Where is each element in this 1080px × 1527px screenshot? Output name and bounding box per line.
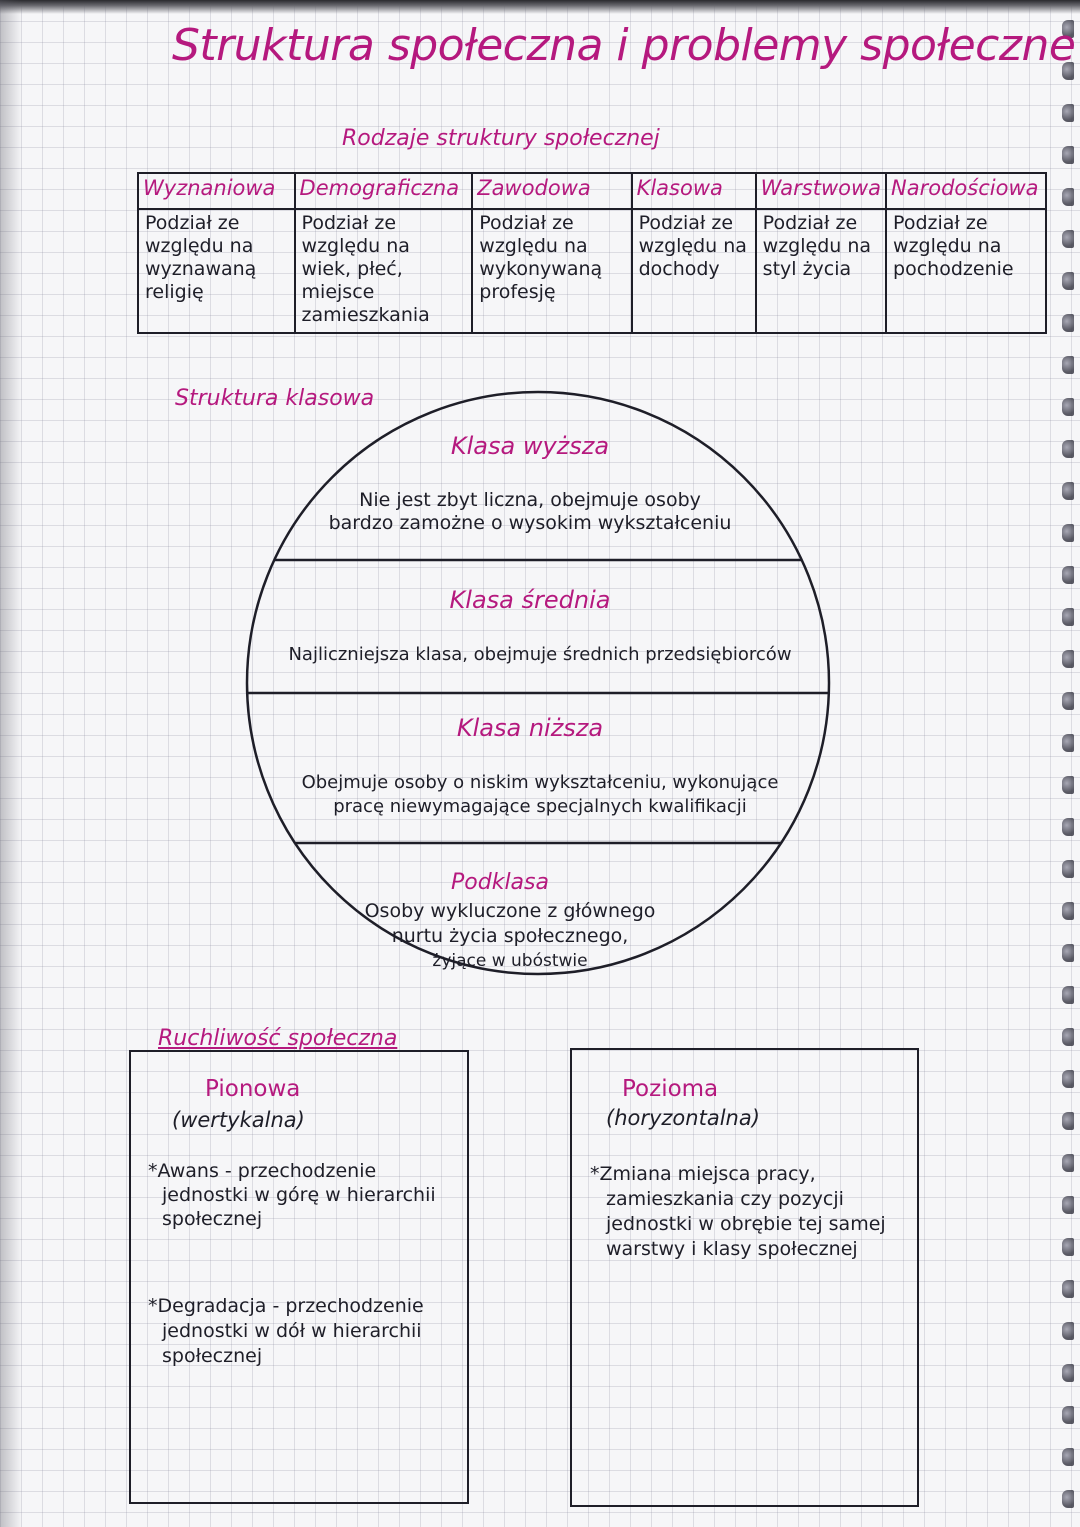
type-name: Wyznaniowa <box>137 172 296 210</box>
class-description-line: Osoby wykluczone z głównego <box>364 900 656 922</box>
binding-ring <box>1062 272 1074 290</box>
binding-ring <box>1062 314 1074 332</box>
binding-ring <box>1062 188 1074 206</box>
spiral-binding <box>1050 0 1076 1527</box>
vertical-item-line: jednostki w dół w hierarchii <box>162 1320 422 1342</box>
page-left-edge <box>0 0 22 1527</box>
binding-ring <box>1062 1364 1074 1382</box>
binding-ring <box>1062 650 1074 668</box>
class-description-line: Obejmuje osoby o niskim wykształceniu, w… <box>301 772 779 793</box>
class-description-line: bardzo zamożne o wysokim wykształceniu <box>328 512 732 534</box>
vertical-mobility-title: Pionowa <box>205 1076 301 1102</box>
type-name: Klasowa <box>630 172 757 210</box>
class-description-line: pracę niewymagające specjalnych kwalifik… <box>333 796 747 817</box>
binding-ring <box>1062 356 1074 374</box>
horizontal-item-line: jednostki w obrębie tej samej <box>606 1213 886 1235</box>
class-name: Klasa niższa <box>456 714 604 742</box>
page-top-edge <box>0 0 1080 14</box>
vertical-item-line: społecznej <box>162 1345 263 1367</box>
type-name: Zawodowa <box>471 172 633 210</box>
horizontal-mobility-alt-name: (horyzontalna) <box>606 1106 760 1130</box>
type-name: Warstwowa <box>754 172 888 210</box>
binding-ring <box>1062 776 1074 794</box>
binding-ring <box>1062 1154 1074 1172</box>
binding-ring <box>1062 1196 1074 1214</box>
binding-ring <box>1062 692 1074 710</box>
vertical-mobility-alt-name: (wertykalna) <box>172 1108 305 1132</box>
class-description-line: nurtu życia społecznego, <box>391 925 629 947</box>
binding-ring <box>1062 524 1074 542</box>
binding-ring <box>1062 230 1074 248</box>
vertical-item-line: społecznej <box>162 1208 263 1230</box>
type-description: Podział ze względu na wiek, płeć, miejsc… <box>293 208 474 334</box>
class-description-line: Najliczniejsza klasa, obejmuje średnich … <box>288 644 792 665</box>
type-name: Narodościowa <box>885 172 1047 210</box>
class-circle <box>245 390 831 976</box>
type-description: Podział ze względu na dochody <box>630 208 757 334</box>
binding-ring <box>1062 1490 1074 1508</box>
horizontal-item-line: zamieszkania czy pozycji <box>606 1188 844 1210</box>
page-title: Struktura społeczna i problemy społeczne <box>172 20 1076 71</box>
binding-ring <box>1062 104 1074 122</box>
class-name: Klasa średnia <box>449 586 611 614</box>
binding-ring <box>1062 1028 1074 1046</box>
binding-ring <box>1062 608 1074 626</box>
class-name: Podklasa <box>451 870 549 895</box>
binding-ring <box>1062 20 1074 38</box>
horizontal-mobility-box <box>570 1048 919 1507</box>
class-description-line: żyjące w ubóstwie <box>432 951 588 971</box>
binding-ring <box>1062 1238 1074 1256</box>
class-name: Klasa wyższa <box>450 432 610 460</box>
class-description-line: Nie jest zbyt liczna, obejmuje osoby <box>359 489 701 511</box>
vertical-item-line: *Awans - przechodzenie <box>148 1160 377 1182</box>
binding-ring <box>1062 62 1074 80</box>
horizontal-item-line: warstwy i klasy społecznej <box>606 1238 858 1260</box>
types-heading: Rodzaje struktury społecznej <box>342 126 660 151</box>
type-description: Podział ze względu na wykonywaną profesj… <box>471 208 633 334</box>
horizontal-mobility-title: Pozioma <box>622 1076 719 1102</box>
horizontal-item-line: *Zmiana miejsca pracy, <box>590 1163 816 1185</box>
type-description: Podział ze względu na wyznawaną religię <box>137 208 296 334</box>
binding-ring <box>1062 860 1074 878</box>
binding-ring <box>1062 440 1074 458</box>
mobility-heading: Ruchliwość społeczna <box>158 1026 398 1051</box>
type-description: Podział ze względu na styl życia <box>754 208 888 334</box>
binding-ring <box>1062 1406 1074 1424</box>
binding-ring <box>1062 734 1074 752</box>
vertical-item-line: jednostki w górę w hierarchii <box>162 1184 436 1206</box>
binding-ring <box>1062 1448 1074 1466</box>
class-heading: Struktura klasowa <box>175 386 375 411</box>
structure-types-table: Wyznaniowa Demograficzna Zawodowa Klasow… <box>137 172 1047 334</box>
binding-ring <box>1062 146 1074 164</box>
binding-ring <box>1062 398 1074 416</box>
binding-ring <box>1062 1112 1074 1130</box>
vertical-mobility-box <box>129 1050 469 1504</box>
type-name: Demograficzna <box>293 172 474 210</box>
binding-ring <box>1062 1070 1074 1088</box>
binding-ring <box>1062 902 1074 920</box>
binding-ring <box>1062 818 1074 836</box>
type-description: Podział ze względu na pochodzenie <box>885 208 1047 334</box>
binding-ring <box>1062 566 1074 584</box>
vertical-item-line: *Degradacja - przechodzenie <box>148 1295 424 1317</box>
binding-ring <box>1062 482 1074 500</box>
binding-ring <box>1062 1322 1074 1340</box>
binding-ring <box>1062 986 1074 1004</box>
binding-ring <box>1062 1280 1074 1298</box>
binding-ring <box>1062 944 1074 962</box>
